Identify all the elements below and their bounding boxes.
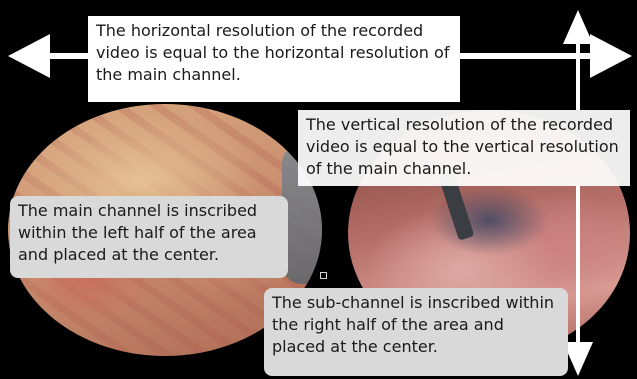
horizontal-resolution-label: The horizontal resolution of the recorde…	[88, 16, 460, 102]
vertical-resolution-label: The vertical resolution of the recorded …	[298, 110, 630, 186]
sub-channel-label: The sub-channel is inscribed within the …	[264, 288, 568, 376]
main-channel-label: The main channel is inscribed within the…	[10, 196, 288, 278]
